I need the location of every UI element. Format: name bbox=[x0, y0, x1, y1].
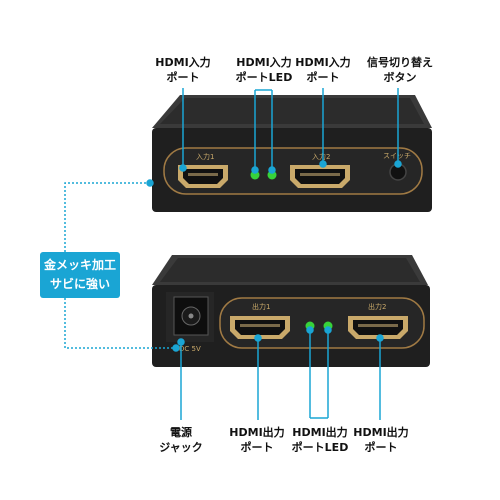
callout-text: HDMI出力 bbox=[292, 426, 348, 439]
callout-hdmi-output-1: HDMI出力 ポート bbox=[224, 425, 290, 455]
callout-lines bbox=[64, 88, 402, 420]
callout-hdmi-input-1: HDMI入力 ポート bbox=[150, 55, 216, 85]
hdmi-input-port-2 bbox=[290, 165, 350, 188]
callout-hdmi-output-led: HDMI出力 ポートLED bbox=[282, 425, 358, 455]
badge-line-1: 金メッキ加工 bbox=[43, 258, 116, 272]
rear-out2-label: 出力2 bbox=[368, 302, 386, 311]
callout-text: HDMI入力 bbox=[295, 56, 351, 69]
rear-device: DC 5V 出力1 出力2 bbox=[152, 255, 430, 367]
callout-text: ジャック bbox=[159, 441, 203, 454]
hdmi-output-port-1 bbox=[230, 316, 290, 339]
callout-text: ポート bbox=[240, 441, 274, 454]
rear-out1-label: 出力1 bbox=[252, 302, 270, 311]
badge-line-2: サビに強い bbox=[49, 277, 110, 291]
rear-dc-label: DC 5V bbox=[179, 345, 201, 353]
callout-text: HDMI入力 bbox=[155, 56, 211, 69]
callout-text: 信号切り替え bbox=[367, 56, 433, 69]
callout-hdmi-input-2: HDMI入力 ポート bbox=[290, 55, 356, 85]
front-device: 入力1 入力2 スイッチ bbox=[152, 95, 432, 212]
callout-signal-switch: 信号切り替え ボタン bbox=[358, 55, 442, 85]
callout-text: ポートLED bbox=[291, 441, 349, 454]
callout-text: 電源 bbox=[170, 426, 192, 439]
front-in2-label: 入力2 bbox=[312, 152, 330, 161]
callout-text: HDMI出力 bbox=[353, 426, 409, 439]
callout-hdmi-input-led: HDMI入力 ポートLED bbox=[226, 55, 302, 85]
callout-text: ボタン bbox=[383, 71, 417, 84]
hdmi-output-port-2 bbox=[348, 316, 408, 339]
callout-hdmi-output-2: HDMI出力 ポート bbox=[348, 425, 414, 455]
callout-text: ポート bbox=[306, 71, 340, 84]
callout-text: HDMI入力 bbox=[236, 56, 292, 69]
gold-plating-badge: 金メッキ加工 サビに強い bbox=[40, 252, 120, 298]
callout-text: HDMI出力 bbox=[229, 426, 285, 439]
callout-text: ポートLED bbox=[235, 71, 293, 84]
front-in1-label: 入力1 bbox=[196, 152, 214, 161]
hdmi-input-port-1 bbox=[178, 165, 228, 188]
front-switch-label: スイッチ bbox=[383, 152, 411, 160]
callout-text: ポート bbox=[364, 441, 398, 454]
callout-text: ポート bbox=[166, 71, 200, 84]
callout-power-jack: 電源 ジャック bbox=[150, 425, 212, 455]
